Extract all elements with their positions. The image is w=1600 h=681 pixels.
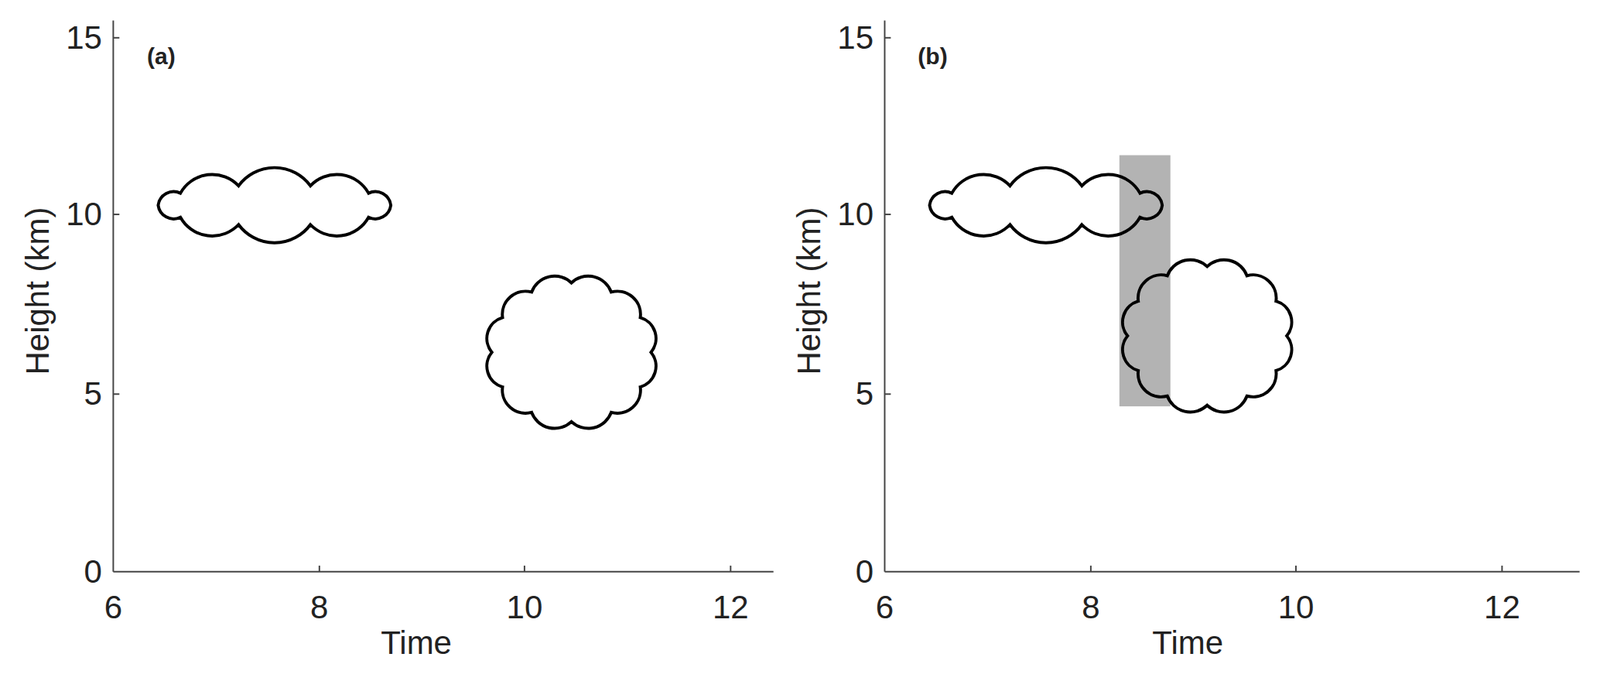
tick-label: 10 — [837, 198, 874, 231]
tick-label: 15 — [837, 21, 874, 55]
cumulus-cloud — [486, 276, 657, 429]
tick-label: 5 — [855, 377, 874, 411]
cirrus-cloud — [157, 167, 391, 243]
tick-label: 6 — [875, 591, 894, 624]
tick-label: 5 — [84, 377, 103, 411]
tick-label: 0 — [855, 555, 874, 589]
panel-label: (b) — [917, 44, 948, 69]
tick-label: 12 — [712, 591, 749, 624]
tick-label: 15 — [65, 21, 103, 55]
tick-label: 12 — [1483, 591, 1521, 624]
axis-title: Height (km) — [21, 206, 55, 375]
tick-label: 0 — [84, 555, 103, 589]
tick-label: 8 — [1081, 591, 1100, 624]
cumulus-cloud-outline — [1122, 259, 1293, 413]
tick-label: 6 — [104, 591, 123, 624]
axis-title: Time — [1152, 626, 1224, 660]
axis-title: Height (km) — [793, 206, 826, 375]
axes — [112, 20, 1580, 571]
tick-label: 10 — [1278, 591, 1315, 624]
tick-label: 10 — [506, 591, 544, 624]
tick-label: 10 — [65, 198, 103, 231]
cirrus-cloud-outline — [929, 167, 1163, 243]
panel-label: (a) — [147, 44, 176, 69]
axis-title: Time — [380, 626, 452, 660]
tick-label: 8 — [310, 591, 329, 624]
